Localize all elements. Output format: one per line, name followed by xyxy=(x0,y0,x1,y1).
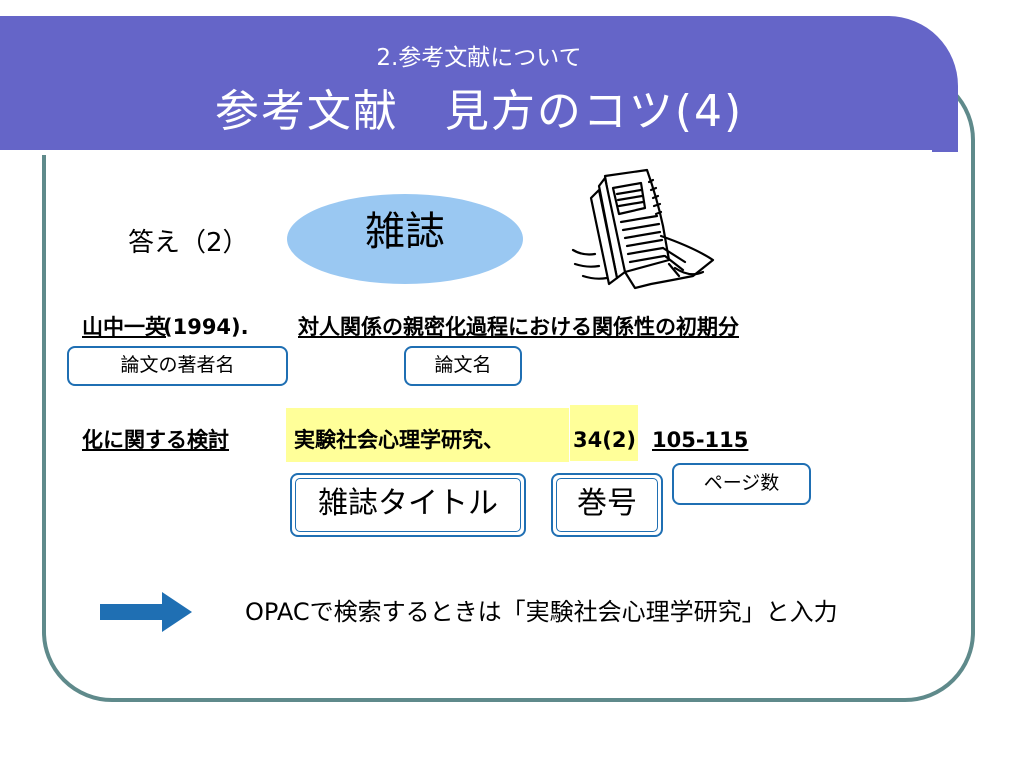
citation-journal: 実験社会心理学研究、 xyxy=(294,428,504,452)
answer-value: 雑誌 xyxy=(365,209,445,255)
paper-title-callout-label: 論文名 xyxy=(434,354,492,376)
banner-underline xyxy=(0,150,932,155)
volume-number-callout-label: 巻号 xyxy=(577,486,637,521)
paper-title-callout: 論文名 xyxy=(404,346,522,386)
volume-highlight xyxy=(570,405,638,461)
slide-title: 参考文献 見方のコツ(4) xyxy=(214,86,744,137)
author-name-callout: 論文の著者名 xyxy=(67,346,288,386)
newspaper-icon xyxy=(571,168,715,290)
opac-search-note: OPACで検索するときは「実験社会心理学研究」と入力 xyxy=(245,598,838,626)
journal-highlight xyxy=(286,408,569,462)
page-count-callout-label: ページ数 xyxy=(703,472,780,494)
journal-title-callout-label: 雑誌タイトル xyxy=(318,486,498,521)
answer-label: 答え（2） xyxy=(128,228,249,258)
citation-title-line2: 化に関する検討 xyxy=(82,428,229,452)
citation-pages: 105-115 xyxy=(652,428,749,452)
slide-frame xyxy=(42,70,975,702)
citation-volume: 34(2) xyxy=(573,428,637,452)
title-banner: 2.参考文献について 参考文献 見方のコツ(4) xyxy=(0,16,958,155)
citation-author: 山中一英 xyxy=(82,315,166,339)
citation-year: (1994). xyxy=(163,315,249,339)
answer-oval xyxy=(287,194,523,284)
volume-number-callout: 巻号 xyxy=(551,473,663,537)
page-count-callout: ページ数 xyxy=(672,463,811,505)
citation-title-line1: 対人関係の親密化過程における関係性の初期分 xyxy=(298,315,739,339)
right-arrow-icon xyxy=(100,592,192,632)
slide-subtitle: 2.参考文献について xyxy=(376,45,582,71)
author-name-callout-label: 論文の著者名 xyxy=(120,354,235,376)
journal-title-callout: 雑誌タイトル xyxy=(290,473,526,537)
